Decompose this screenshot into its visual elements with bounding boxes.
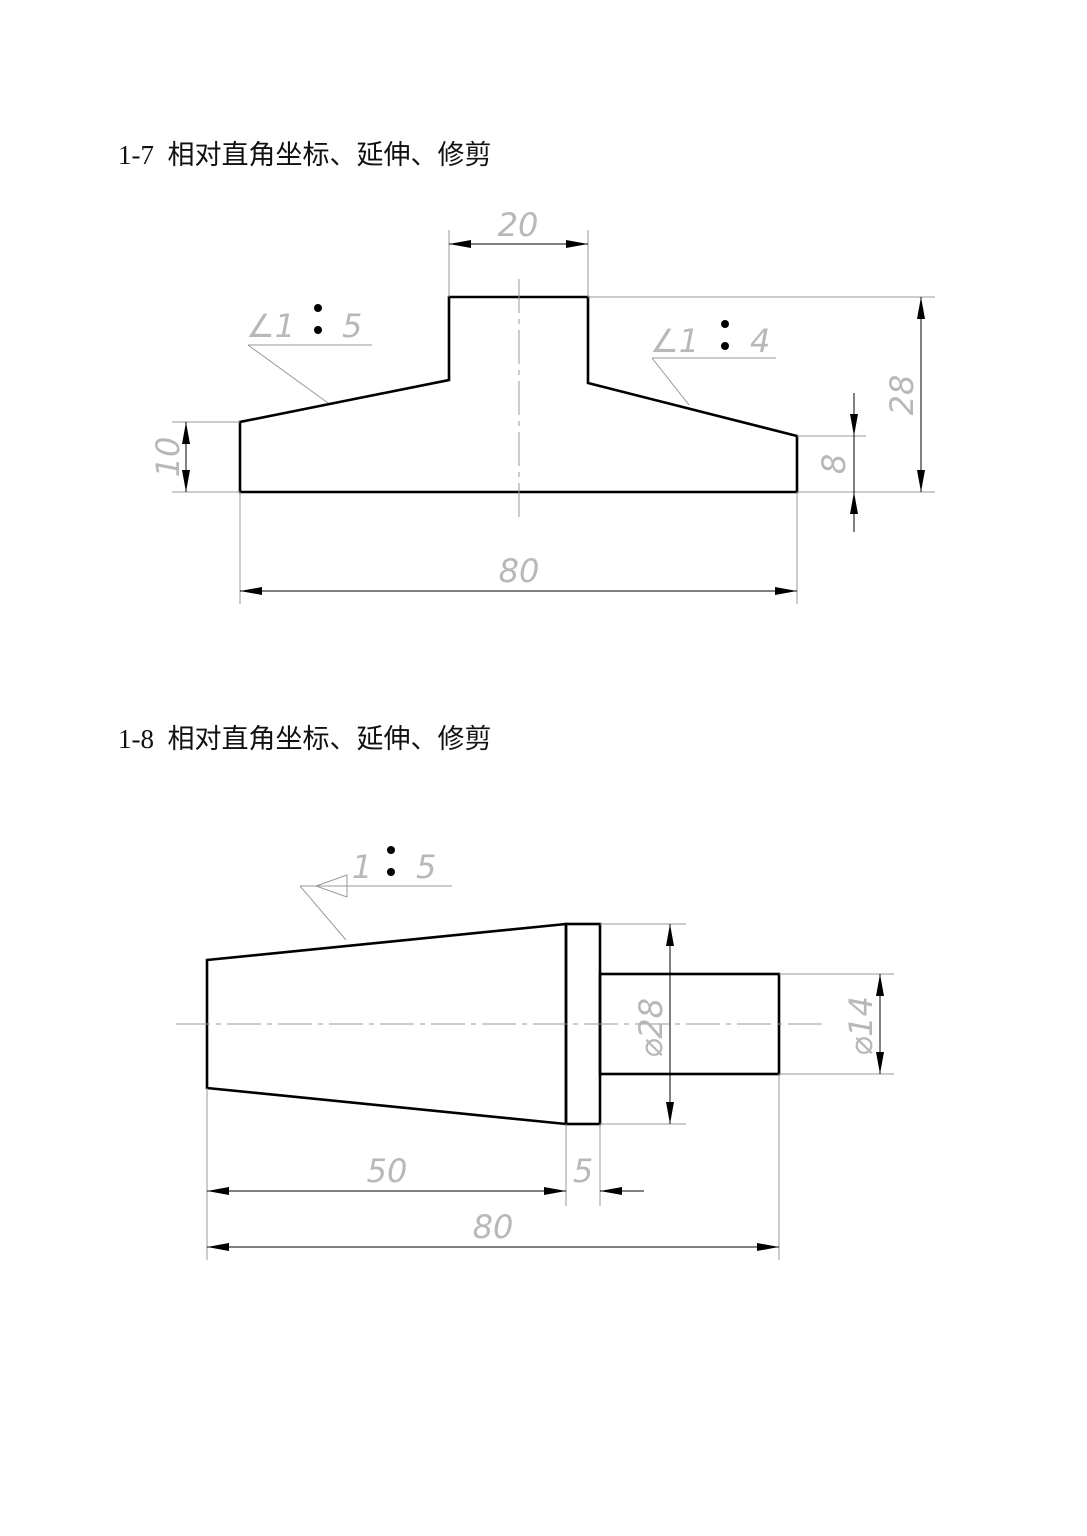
taper-left-prefix: ∠1 xyxy=(246,307,295,345)
dimension-top-width: 20 xyxy=(448,206,589,297)
dimension-left-height-label: 10 xyxy=(149,437,187,478)
dimension-small-diameter: ⌀14 xyxy=(779,973,894,1075)
dimension-right-height-label: 8 xyxy=(815,454,853,474)
taper-annotation-left: ∠1 5 xyxy=(246,304,372,404)
dimension-large-diameter-label: ⌀28 xyxy=(632,998,670,1058)
figure-1-7: 20 28 10 8 xyxy=(149,206,935,604)
figure-1-8-title: 1-8 相对直角坐标、延伸、修剪 xyxy=(118,724,492,754)
dimension-overall-width-label: 80 xyxy=(499,552,540,590)
dimension-large-diameter: ⌀28 xyxy=(600,923,686,1125)
dimension-overall-width: 80 xyxy=(239,492,798,604)
dimension-top-width-label: 20 xyxy=(498,206,539,244)
dimension-right-height: 8 xyxy=(797,393,866,532)
dimension-overall-length-label: 80 xyxy=(473,1208,514,1246)
dimension-cone-length-label: 50 xyxy=(367,1152,408,1190)
taper-1-8-suffix: 5 xyxy=(416,848,436,886)
taper-1-8-prefix: 1 xyxy=(352,848,372,886)
dimension-collar-length-label: 5 xyxy=(573,1152,593,1190)
taper-right-prefix: ∠1 xyxy=(650,322,699,360)
dimension-left-height: 10 xyxy=(149,421,240,493)
dimension-overall-height: 28 xyxy=(588,296,935,493)
dimension-cone-length: 50 xyxy=(207,1152,566,1195)
taper-right-suffix: 4 xyxy=(750,322,770,360)
dimension-overall-height-label: 28 xyxy=(883,375,921,416)
dimension-overall-length: 80 xyxy=(207,1208,779,1251)
figure-1-7-title: 1-7 相对直角坐标、延伸、修剪 xyxy=(118,140,492,170)
dimension-small-diameter-label: ⌀14 xyxy=(842,996,880,1056)
taper-annotation-1-8: 1 5 xyxy=(299,846,452,941)
taper-left-suffix: 5 xyxy=(342,307,362,345)
figure-1-8: ⌀28 ⌀14 50 5 xyxy=(176,846,894,1260)
dimension-collar-length: 5 xyxy=(573,1152,644,1195)
taper-symbol-icon xyxy=(314,874,348,898)
taper-annotation-right: ∠1 4 xyxy=(650,320,776,406)
